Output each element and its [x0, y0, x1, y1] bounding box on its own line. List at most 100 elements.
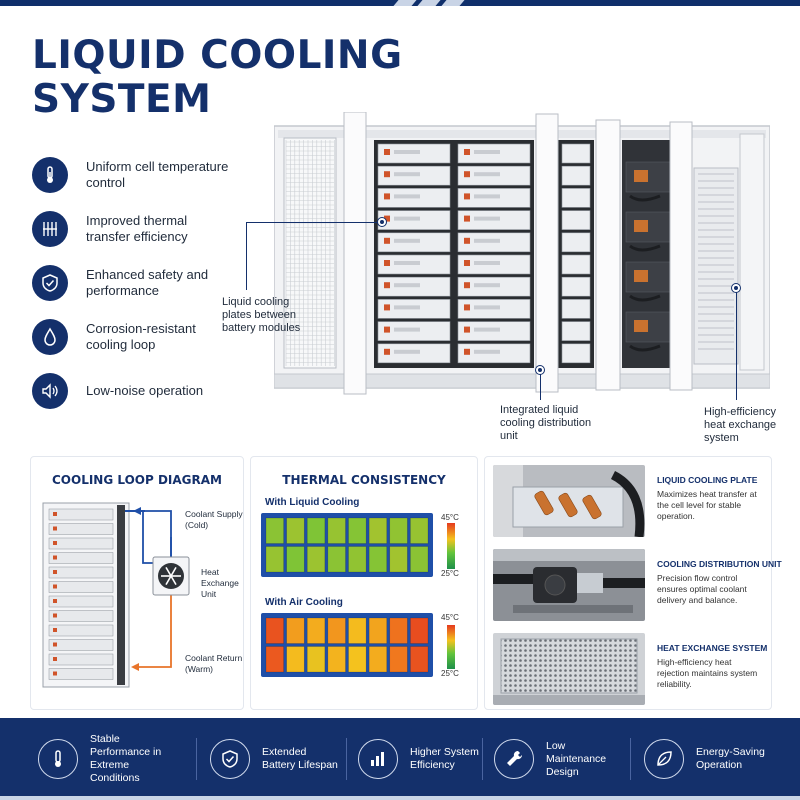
feature-label: Improved thermal transfer efficiency [86, 213, 188, 244]
coolant-return-label: Coolant Return (Warm) [185, 653, 243, 674]
footer-accent-bar [0, 796, 800, 800]
callout-line-hex [736, 290, 737, 400]
heat-exchange-image [493, 633, 645, 705]
heatmap-cell [368, 517, 388, 544]
cooling-loop-panel: COOLING LOOP DIAGRAM Coolant Supply (Col… [30, 456, 244, 710]
top-accent-bar [0, 0, 800, 6]
heatmap-cell [410, 546, 429, 573]
callout-hex: High-efficiency heat exchange system [704, 406, 777, 444]
components-panel: LIQUID COOLING PLATE Maximizes heat tran… [484, 456, 782, 710]
footer-divider [482, 738, 483, 780]
page-title: LIQUID COOLING SYSTEM [32, 33, 403, 122]
liquid-legend-max: 45°C [441, 513, 459, 522]
heatmap-cell [389, 646, 408, 673]
heatmap-cell [348, 646, 367, 673]
heatmap-cell [389, 517, 408, 544]
heatmap-cell [368, 646, 388, 673]
feature-list: Uniform cell temperature control Improve… [32, 148, 232, 418]
component-title: COOLING DISTRIBUTION UNIT [657, 559, 782, 569]
feature-label: Uniform cell temperature control [86, 159, 229, 190]
benefit-label: Higher System Efficiency [410, 746, 479, 771]
benefit-item: Higher System Efficiency [358, 732, 480, 786]
air-legend-bar [447, 625, 455, 669]
heatmap-cell [368, 546, 388, 573]
benefit-label: Energy-Saving Operation [696, 746, 765, 771]
heatmap-cell [286, 646, 305, 673]
thermal-title: THERMAL CONSISTENCY [282, 473, 446, 487]
heatmap-cell [306, 517, 326, 544]
heatmap-cell [265, 546, 284, 573]
liquid-cooling-heatmap [261, 513, 433, 577]
component-desc: Maximizes heat transfer at the cell leve… [657, 489, 757, 521]
callout-cdu: Integrated liquid cooling distribution u… [500, 404, 592, 442]
feature-item: Enhanced safety and performance [32, 256, 232, 310]
heatmap-cell [265, 517, 284, 544]
feature-item: Improved thermal transfer efficiency [32, 202, 232, 256]
cooling-plate-image [493, 465, 645, 537]
heatmap-cell [286, 617, 305, 644]
wrench-icon [494, 739, 534, 779]
heatmap-cell [389, 546, 408, 573]
liquid-legend-bar [447, 523, 455, 569]
air-cooling-heatmap [261, 613, 433, 677]
thermometer-icon [38, 739, 78, 779]
water-drop-icon [32, 319, 68, 355]
callout-plates: Liquid cooling plates between battery mo… [222, 296, 301, 334]
shield-check-icon [210, 739, 250, 779]
callout-dot-hex [732, 284, 740, 292]
cooling-loop-title: COOLING LOOP DIAGRAM [51, 473, 222, 487]
coolant-supply-label: Coolant Supply (Cold) [185, 509, 243, 530]
thermal-consistency-panel: THERMAL CONSISTENCY With Liquid Cooling … [250, 456, 478, 710]
callout-line-cdu [540, 372, 541, 400]
heatmap-cell [410, 646, 429, 673]
footer-divider [196, 738, 197, 780]
cdu-image [493, 549, 645, 621]
air-legend-min: 25°C [441, 669, 459, 678]
heatmap-cell [368, 617, 388, 644]
footer-divider [630, 738, 631, 780]
feature-label: Corrosion-resistant cooling loop [86, 321, 196, 352]
benefit-item: Low Maintenance Design [494, 732, 626, 786]
component-desc: Precision flow control ensures optimal c… [657, 573, 747, 605]
component-title: LIQUID COOLING PLATE [657, 475, 758, 485]
container-illustration [273, 111, 771, 404]
heatmap-cell [348, 546, 367, 573]
speaker-icon [32, 373, 68, 409]
heatmap-cell [410, 517, 429, 544]
heatmap-cell [265, 617, 284, 644]
heatmap-cell [306, 617, 326, 644]
benefit-item: Stable Performance in Extreme Conditions [38, 732, 178, 786]
feature-item: Low-noise operation [32, 364, 232, 418]
heatmap-cell [286, 517, 305, 544]
component-title: HEAT EXCHANGE SYSTEM [657, 643, 768, 653]
liquid-cooling-label: With Liquid Cooling [265, 497, 360, 508]
benefit-label: Low Maintenance Design [546, 739, 607, 778]
heatmap-cell [306, 646, 326, 673]
footer-divider [346, 738, 347, 780]
feature-item: Uniform cell temperature control [32, 148, 232, 202]
liquid-legend-min: 25°C [441, 569, 459, 578]
heat-exchange-label: Heat Exchange Unit [201, 567, 239, 599]
leaf-icon [644, 739, 684, 779]
heatmap-cell [265, 646, 284, 673]
feature-label: Enhanced safety and performance [86, 267, 209, 298]
benefits-footer: Stable Performance in Extreme Conditions… [0, 718, 800, 800]
heatmap-cell [348, 617, 367, 644]
air-cooling-label: With Air Cooling [265, 597, 343, 608]
air-legend-max: 45°C [441, 613, 459, 622]
heatmap-cell [410, 617, 429, 644]
heat-transfer-icon [32, 211, 68, 247]
benefit-label: Stable Performance in Extreme Conditions [90, 733, 162, 784]
callout-line-plates [246, 222, 382, 223]
component-desc: High-efficiency heat rejection maintains… [657, 657, 758, 689]
heatmap-cell [327, 546, 346, 573]
component-heat-exchange: HEAT EXCHANGE SYSTEM High-efficiency hea… [493, 633, 768, 705]
thermometer-icon [32, 157, 68, 193]
heatmap-cell [286, 546, 305, 573]
heatmap-cell [389, 617, 408, 644]
callout-dot-cdu [536, 366, 544, 374]
component-cooling-plate: LIQUID COOLING PLATE Maximizes heat tran… [493, 465, 765, 537]
heatmap-cell [348, 517, 367, 544]
callout-dot-plates [378, 218, 386, 226]
callout-line-plates [246, 222, 247, 290]
